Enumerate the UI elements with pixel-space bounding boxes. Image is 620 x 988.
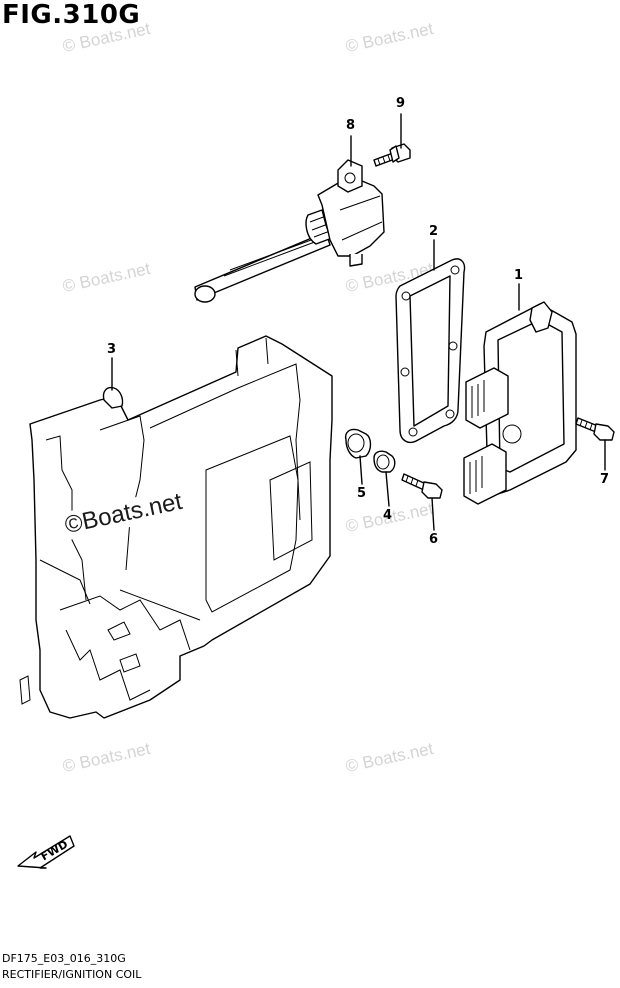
forward-arrow-icon (17, 835, 75, 869)
bolt-7-part[interactable] (575, 417, 615, 441)
callout-4: 4 (383, 508, 393, 523)
gasket-part[interactable] (395, 258, 466, 444)
callout-1: 1 (514, 268, 524, 283)
figure-title: FIG.310G (2, 0, 141, 30)
rectifier-part[interactable] (463, 301, 577, 505)
callout-5: 5 (357, 486, 367, 501)
collar-part[interactable] (373, 450, 396, 473)
callout-8: 8 (346, 118, 356, 133)
callout-6: 6 (429, 532, 439, 547)
callout-3: 3 (107, 342, 117, 357)
callout-7: 7 (600, 472, 610, 487)
bolt-6-part[interactable] (401, 473, 443, 499)
grommet-part[interactable] (344, 428, 372, 459)
callout-2: 2 (429, 224, 439, 239)
figure-code: DF175_E03_016_310G (2, 952, 126, 965)
bolt-9-part[interactable] (373, 143, 411, 167)
bracket-part[interactable] (19, 335, 333, 719)
leader-lines (111, 113, 606, 531)
callout-9: 9 (396, 96, 406, 111)
ignition-coil-part[interactable] (194, 159, 385, 303)
figure-caption: RECTIFIER/IGNITION COIL (2, 968, 142, 981)
